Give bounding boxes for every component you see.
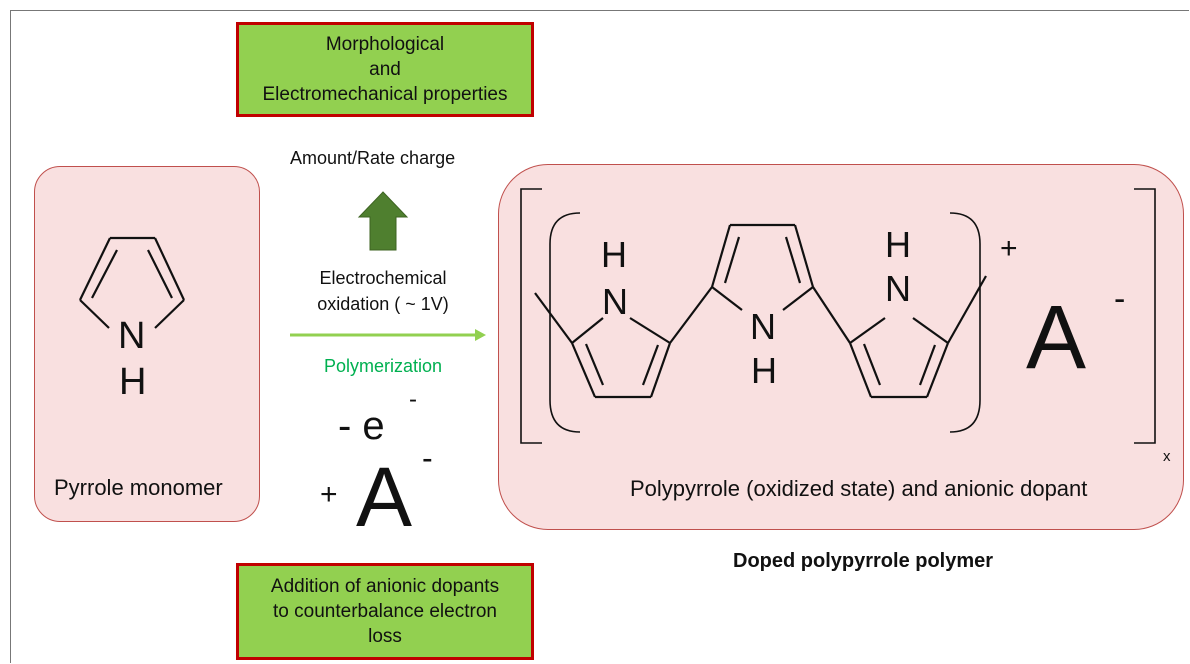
ring2-h: H bbox=[751, 350, 777, 391]
properties-line-2: and bbox=[369, 59, 401, 80]
properties-box: Morphological and Electromechanical prop… bbox=[236, 22, 534, 117]
oxidation-line-1: Electrochemical bbox=[319, 268, 447, 288]
dopant-box: Addition of anionic dopants to counterba… bbox=[236, 563, 534, 660]
polymer-panel bbox=[498, 164, 1184, 530]
repeat-subscript: x bbox=[1163, 448, 1171, 465]
electron-loss: - e bbox=[338, 404, 385, 448]
pyrrole-monomer-structure bbox=[79, 236, 185, 329]
anion-symbol: A bbox=[356, 450, 413, 544]
anion-charge: - bbox=[422, 440, 433, 476]
polymer-anion: A bbox=[1026, 288, 1087, 388]
dopant-line-3: loss bbox=[368, 626, 402, 647]
reaction-arrow bbox=[290, 329, 486, 341]
figure-frame bbox=[10, 10, 1189, 663]
monomer-atom-h: H bbox=[119, 361, 147, 403]
ring3-n: N bbox=[885, 268, 911, 309]
dopant-line-2: to counterbalance electron bbox=[273, 601, 497, 622]
outer-brackets bbox=[520, 188, 1156, 444]
ring2-n: N bbox=[750, 306, 776, 347]
dopant-line-1: Addition of anionic dopants bbox=[270, 576, 500, 597]
ring1-n: N bbox=[602, 281, 628, 322]
electron-charge: - bbox=[409, 386, 417, 413]
polypyrrole-structure bbox=[534, 223, 987, 399]
ring1-h: H bbox=[601, 234, 627, 275]
inner-parentheses bbox=[549, 212, 981, 433]
plus-sign: + bbox=[320, 478, 338, 511]
polymer-label: Polypyrrole (oxidized state) and anionic… bbox=[630, 476, 1088, 501]
polymerization-label: Polymerization bbox=[323, 356, 443, 376]
ring3-h: H bbox=[885, 224, 911, 265]
properties-line-1: Morphological bbox=[325, 34, 445, 55]
polymer-anion-charge: - bbox=[1114, 280, 1126, 318]
properties-line-3: Electromechanical properties bbox=[262, 84, 508, 105]
caption: Doped polypyrrole polymer bbox=[733, 550, 994, 572]
amount-rate-label: Amount/Rate charge bbox=[290, 148, 456, 168]
oxidation-line-2: oxidation ( ~ 1V) bbox=[317, 294, 449, 314]
monomer-panel bbox=[34, 166, 260, 522]
monomer-atom-n: N bbox=[118, 315, 146, 357]
up-arrow bbox=[357, 191, 409, 251]
polymer-charge: + bbox=[1000, 232, 1018, 265]
monomer-label: Pyrrole monomer bbox=[54, 475, 223, 500]
